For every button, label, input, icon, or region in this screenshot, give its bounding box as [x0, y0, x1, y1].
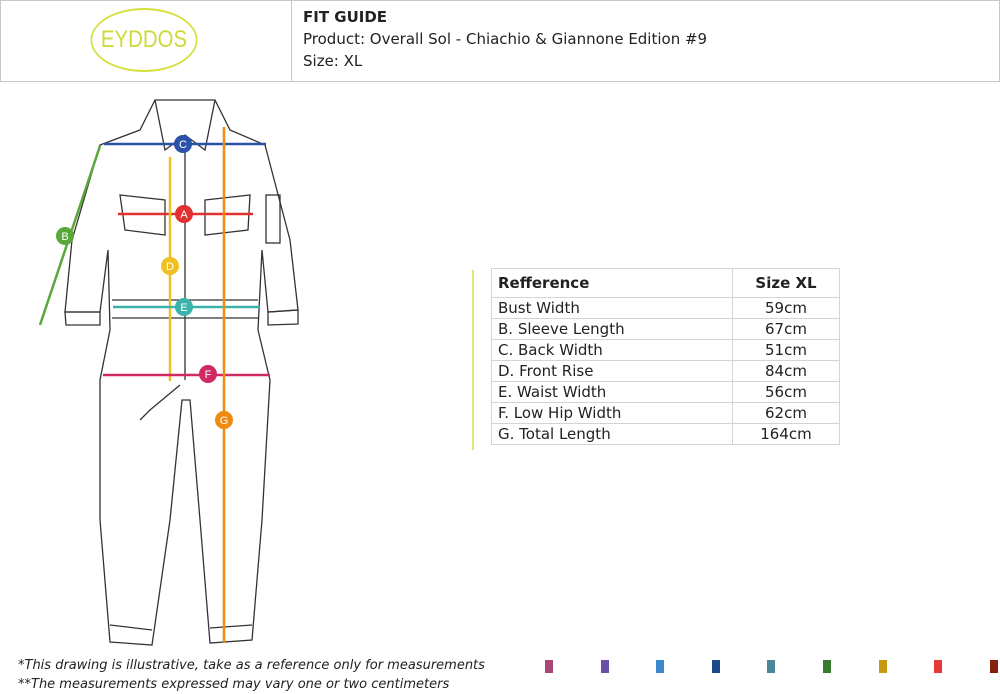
page-title: FIT GUIDE: [303, 8, 388, 26]
color-swatch: [878, 660, 887, 673]
note-1: *This drawing is illustrative, take as a…: [18, 658, 485, 673]
brand-logo: EYDDOS: [90, 8, 198, 72]
color-swatch: [989, 660, 998, 673]
product-name: Product: Overall Sol - Chiachio & Gianno…: [303, 30, 708, 48]
marker-a: A: [175, 205, 193, 223]
color-swatch: [600, 660, 609, 673]
marker-g: G: [215, 411, 233, 429]
marker-c: C: [174, 135, 192, 153]
overall-drawing: A B C D E F G: [38, 99, 299, 646]
color-swatch: [767, 660, 776, 673]
color-swatch: [823, 660, 831, 673]
color-swatch: [711, 660, 720, 673]
header: EYDDOS FIT GUIDE Product: Overall Sol - …: [0, 0, 1000, 82]
marker-b: B: [56, 227, 74, 245]
marker-e: E: [175, 298, 193, 316]
svg-text:E: E: [180, 302, 187, 314]
svg-text:G: G: [220, 415, 229, 427]
product-info: FIT GUIDE Product: Overall Sol - Chiachi…: [303, 6, 707, 72]
color-swatch: [545, 660, 553, 673]
color-swatch: [656, 660, 665, 673]
footnotes: *This drawing is illustrative, take as a…: [18, 656, 485, 694]
logo-text: EYDDOS: [100, 26, 188, 53]
logo-cell: EYDDOS: [1, 1, 292, 81]
product-size: Size: XL: [303, 52, 363, 70]
table-header: Refference Size XL: [491, 268, 840, 298]
divider: [472, 270, 474, 450]
svg-text:C: C: [179, 139, 187, 151]
note-2: **The measurements expressed may vary on…: [18, 677, 450, 692]
marker-d: D: [161, 257, 179, 275]
svg-text:D: D: [166, 261, 174, 273]
garment-outline: [64, 99, 299, 646]
marker-f: F: [199, 365, 217, 383]
svg-text:F: F: [205, 369, 212, 381]
svg-text:B: B: [61, 231, 68, 243]
color-swatch: [934, 660, 943, 673]
svg-text:A: A: [180, 209, 188, 221]
